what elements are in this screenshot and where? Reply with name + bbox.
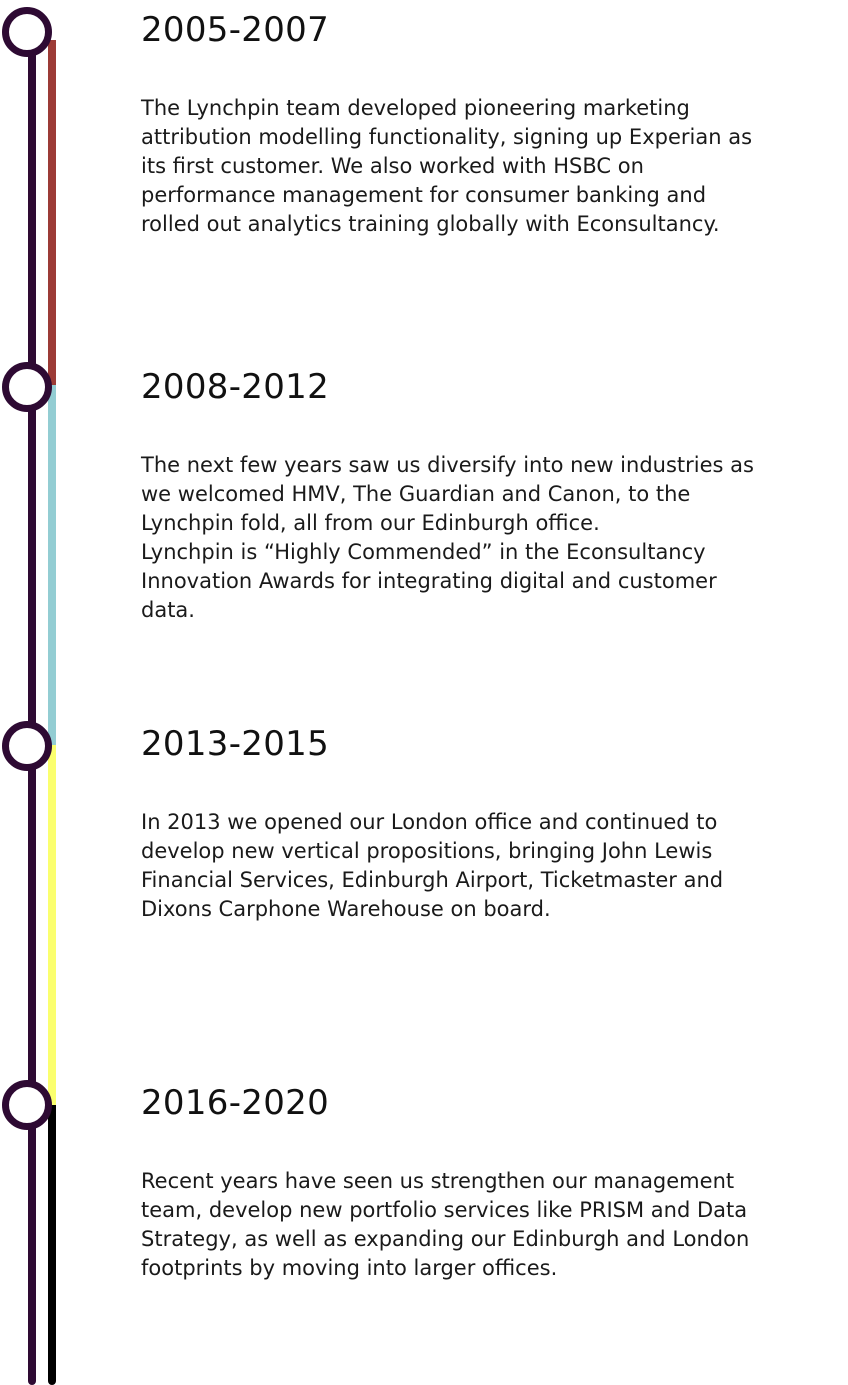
timeline-entry-description: The next few years saw us diversify into… — [141, 453, 754, 622]
timeline-entry-years: 2013-2015 — [141, 724, 330, 764]
timeline-node-circle-icon — [2, 7, 52, 57]
timeline-node-circle-icon — [2, 362, 52, 412]
timeline-entry: 2013-2015 In 2013 we opened our London o… — [141, 724, 846, 924]
timeline-entry-description: Recent years have seen us strengthen our… — [141, 1169, 750, 1280]
timeline-entry-years: 2005-2007 — [141, 10, 330, 50]
timeline-segment-2008-2012 — [48, 385, 56, 745]
timeline-segment-2005-2007 — [48, 40, 56, 385]
timeline-entry: 2008-2012 The next few years saw us dive… — [141, 367, 846, 625]
timeline-entry-years: 2008-2012 — [141, 367, 330, 407]
timeline-entry-years: 2016-2020 — [141, 1083, 330, 1123]
timeline-entry-description: The Lynchpin team developed pioneering m… — [141, 96, 753, 236]
timeline-segment-2016-2020 — [48, 1105, 56, 1385]
timeline-node-circle-icon — [2, 1080, 52, 1130]
timeline-entry: 2016-2020 Recent years have seen us stre… — [141, 1083, 846, 1283]
timeline-node-circle-icon — [2, 721, 52, 771]
timeline-entry-description: In 2013 we opened our London office and … — [141, 810, 724, 921]
timeline-entry: 2005-2007 The Lynchpin team developed pi… — [141, 10, 846, 239]
timeline-segment-2013-2015 — [48, 745, 56, 1105]
timeline-main-track — [28, 30, 36, 1385]
